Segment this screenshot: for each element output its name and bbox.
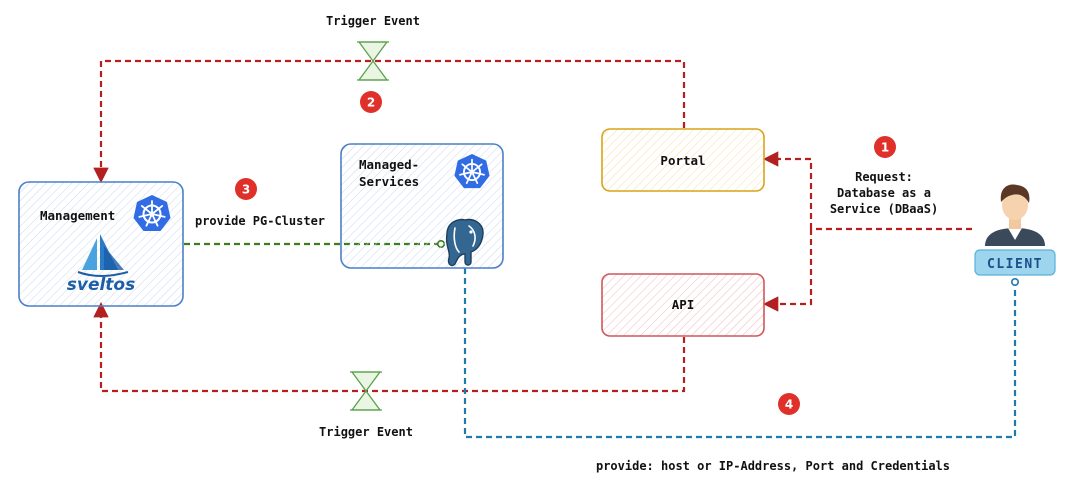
trigger-event-top: Trigger Event <box>326 14 420 81</box>
api-node: API <box>601 273 765 337</box>
client-badge <box>974 249 1056 276</box>
step-1-line-2: Database as a <box>837 186 931 200</box>
step-badge-3: 3 <box>235 178 257 200</box>
step-1-number: 1 <box>881 141 889 155</box>
step-1-line-1: Request: <box>855 170 913 184</box>
postgresql-icon <box>445 218 484 267</box>
user-avatar-icon <box>985 184 1045 246</box>
step-4-number: 4 <box>785 398 793 412</box>
step-2-number: 2 <box>367 96 375 110</box>
hourglass-icon <box>356 41 390 81</box>
credentials-arrow-endpoint <box>1010 277 1019 286</box>
management-node: Management sveltos <box>18 181 184 307</box>
request-arrow-to-portal <box>762 151 813 229</box>
portal-label: Portal <box>660 153 705 168</box>
credentials-arrow-postgres-to-client <box>463 268 1017 439</box>
managed-services-label-line2: Services <box>359 174 419 189</box>
trigger-event-bottom-label: Trigger Event <box>319 425 413 439</box>
step-3-number: 3 <box>242 183 250 197</box>
managed-services-label-line1: Managed- <box>359 157 419 172</box>
sveltos-logo: sveltos <box>67 234 135 295</box>
trigger-event-bottom: Trigger Event <box>319 371 413 439</box>
managed-services-node: Managed- Services <box>340 143 504 269</box>
client-label: CLIENT <box>987 257 1043 272</box>
step-badge-1: 1 <box>874 136 896 158</box>
sveltos-logo-text: sveltos <box>67 275 135 295</box>
step-1-request-text: Request: Database as a Service (DBaaS) <box>830 170 938 216</box>
request-arrow-to-api <box>762 229 813 312</box>
client-avatar: CLIENT <box>974 184 1056 276</box>
step-1-line-3: Service (DBaaS) <box>830 202 938 216</box>
management-label: Management <box>40 208 115 223</box>
api-label: API <box>672 297 695 312</box>
trigger-arrow-api-to-management <box>93 301 686 393</box>
step-badge-2: 2 <box>360 91 382 113</box>
trigger-event-top-label: Trigger Event <box>326 14 420 28</box>
portal-node: Portal <box>601 128 765 192</box>
trigger-arrow-portal-to-management <box>93 59 686 184</box>
step-3-label: provide PG-Cluster <box>195 214 325 228</box>
step-badge-4: 4 <box>778 393 800 415</box>
step-4-label: provide: host or IP-Address, Port and Cr… <box>596 459 950 473</box>
